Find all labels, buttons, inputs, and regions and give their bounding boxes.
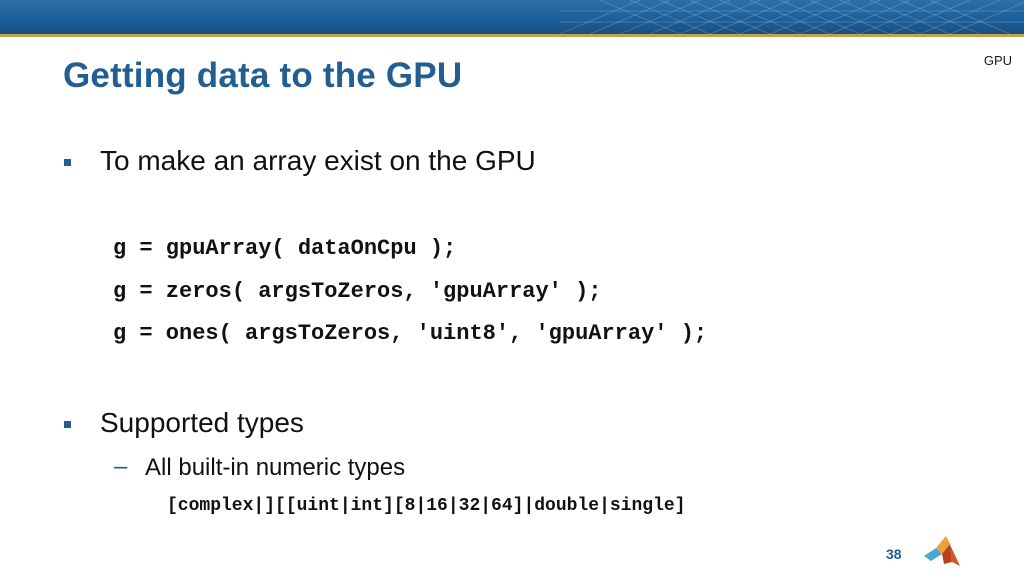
square-bullet-icon — [64, 421, 71, 428]
sub-bullet-text: All built-in numeric types — [145, 454, 406, 481]
page-number: 38 — [886, 546, 902, 562]
banner-gold-rule — [0, 34, 1024, 37]
section-tag: GPU — [983, 53, 1012, 68]
square-bullet-icon — [64, 159, 71, 166]
bullet-text-1: To make an array exist on the GPU — [100, 145, 536, 176]
header-banner — [0, 0, 1024, 34]
types-code-line: [complex|][[uint|int][8|16|32|64]|double… — [167, 496, 686, 516]
code-line-3: g = ones( argsToZeros, 'uint8', 'gpuArra… — [113, 321, 708, 346]
code-line-2: g = zeros( argsToZeros, 'gpuArray' ); — [113, 279, 602, 304]
sub-bullet-dash: – — [114, 453, 128, 480]
banner-grid-pattern — [559, 0, 1024, 34]
bullet-text-2: Supported types — [100, 407, 304, 438]
code-line-1: g = gpuArray( dataOnCpu ); — [113, 236, 457, 261]
slide-title: Getting data to the GPU — [63, 56, 463, 95]
matlab-logo-icon — [924, 536, 960, 566]
